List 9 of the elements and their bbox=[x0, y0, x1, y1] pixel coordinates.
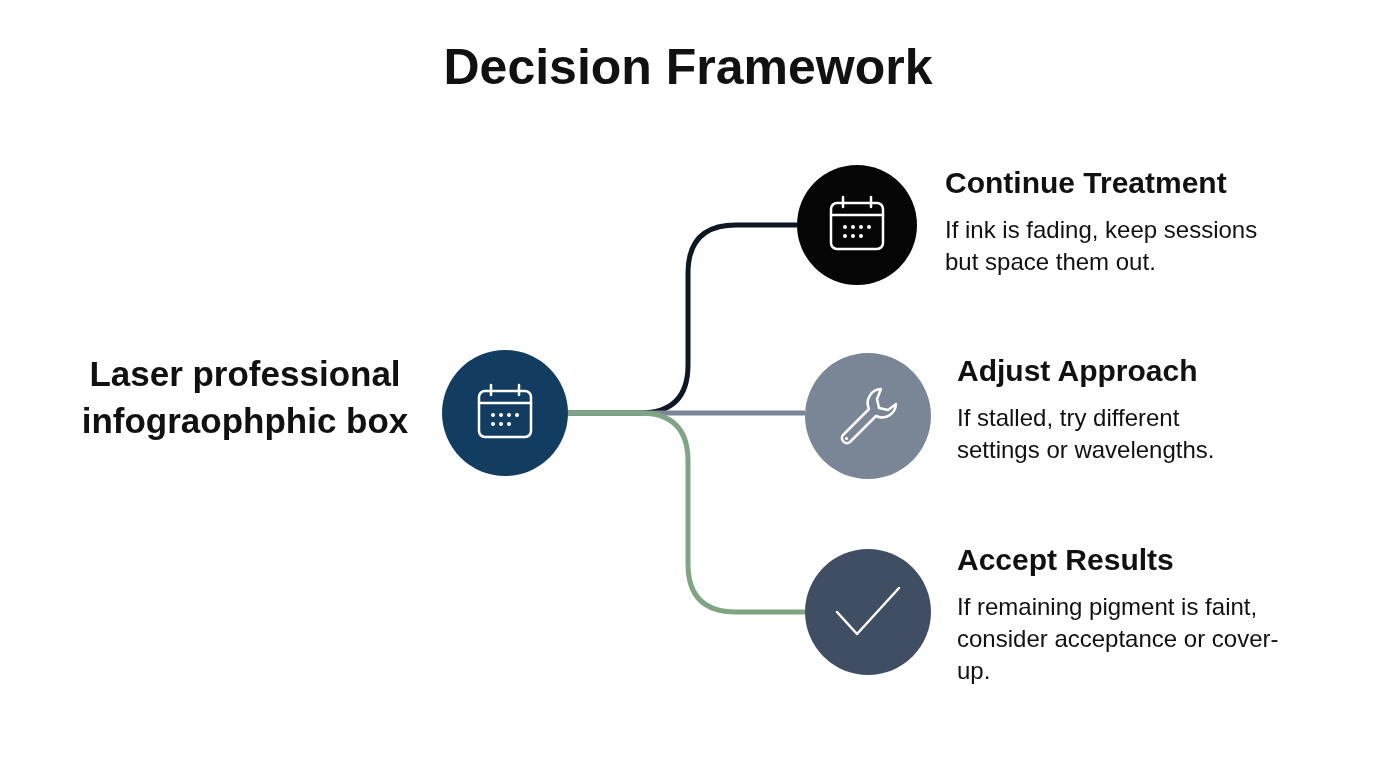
node-caption: Laser professional infograophphic box bbox=[80, 353, 410, 442]
option-description: If ink is fading, keep sessions but space them out. bbox=[945, 215, 1259, 277]
option-heading: Accept Results bbox=[957, 543, 1175, 577]
option-description: If remaining pigment is faint, consider acceptance or cover-up. bbox=[957, 592, 1280, 686]
option-heading: Continue Treatment bbox=[945, 166, 1228, 200]
title: Decision Framework bbox=[442, 38, 934, 96]
option-heading: Adjust Approach bbox=[957, 354, 1199, 388]
connector-line bbox=[568, 410, 805, 615]
option-description: If stalled, try different settings or wavelengths. bbox=[957, 403, 1216, 465]
